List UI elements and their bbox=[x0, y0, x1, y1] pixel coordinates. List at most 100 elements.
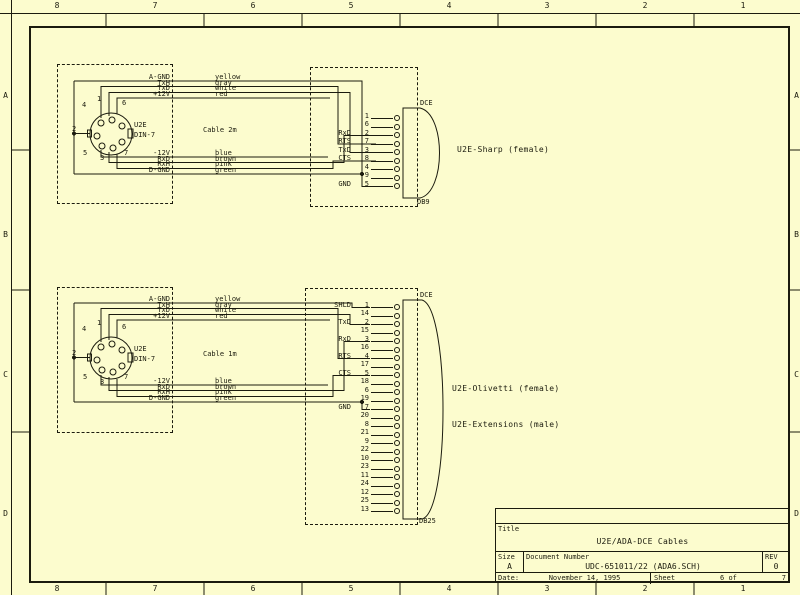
pin-contact-icon bbox=[394, 321, 400, 328]
zone-label: 2 bbox=[642, 1, 648, 10]
pin-contact-icon bbox=[394, 423, 400, 430]
din-pin-number: 5 bbox=[83, 149, 88, 157]
din-connector-type: DIN-7 bbox=[134, 131, 156, 139]
wire-signal-label: RxH bbox=[157, 388, 170, 397]
wire-row: TxD white bbox=[85, 306, 275, 315]
wire-signal-label: TxH bbox=[157, 300, 170, 309]
pin-stub-line bbox=[371, 502, 393, 504]
pin-number: 25 bbox=[360, 496, 369, 505]
wire-color-label: pink bbox=[215, 388, 232, 397]
pin-signal-label: RxD bbox=[338, 128, 351, 137]
dsub-pin-row: 23 bbox=[330, 463, 400, 474]
pin-stub-line bbox=[371, 341, 393, 343]
pin-contact-icon bbox=[394, 346, 400, 353]
zone-label: C bbox=[3, 369, 8, 379]
pin-contact-icon bbox=[394, 482, 400, 489]
wire-row: TxD white bbox=[85, 85, 275, 93]
pin-contact-icon bbox=[394, 474, 400, 481]
wire-color-label: yellow bbox=[215, 73, 241, 82]
dsub-pin-row: 14 bbox=[330, 310, 400, 321]
zone-label: D bbox=[794, 508, 799, 518]
wire-signal-label: +12V bbox=[153, 89, 170, 98]
pin-contact-icon bbox=[394, 166, 400, 173]
wire-color-label: gray bbox=[215, 300, 232, 309]
pin-number: 2 bbox=[364, 317, 369, 326]
pin-number: 5 bbox=[364, 179, 369, 188]
title-block-spare-row bbox=[496, 509, 789, 524]
cable-length-label: Cable 2m bbox=[203, 126, 237, 134]
zone-label: A bbox=[3, 91, 8, 101]
wire-color-label: yellow bbox=[215, 295, 241, 304]
pin-number: 11 bbox=[360, 470, 369, 479]
wire-color-label: pink bbox=[215, 160, 232, 169]
pin-stub-line bbox=[371, 511, 393, 513]
title-block-doc-row: Size A Document Number UDC-651011/22 (AD… bbox=[496, 552, 789, 573]
pin-number: 16 bbox=[360, 343, 369, 352]
sheet-cell: Sheet 6 of 7 bbox=[651, 573, 789, 584]
pin-number: 2 bbox=[364, 128, 369, 137]
pin-stub-line bbox=[371, 126, 393, 128]
pin-number: 20 bbox=[360, 411, 369, 420]
zone-label: 6 bbox=[250, 584, 256, 593]
zone-label: 5 bbox=[348, 584, 354, 593]
wire-row: RxD brown bbox=[85, 155, 275, 163]
sheet-of-label: of bbox=[728, 574, 737, 582]
pin-number: 21 bbox=[360, 428, 369, 437]
drawing-title: U2E/ADA-DCE Cables bbox=[596, 537, 689, 546]
pin-number: 4 bbox=[364, 162, 369, 171]
db25-shell bbox=[402, 299, 444, 520]
pin-contact-icon bbox=[394, 491, 400, 498]
din-connector-name: U2E bbox=[134, 121, 147, 129]
pin-number: 13 bbox=[360, 504, 369, 513]
connector-annotation: U2E-Olivetti (female) bbox=[452, 384, 560, 393]
wire-row: TxH gray bbox=[85, 300, 275, 309]
zone-label: 8 bbox=[54, 1, 60, 10]
pin-contact-icon bbox=[394, 508, 400, 515]
dsub-pin-row: 20 bbox=[330, 411, 400, 423]
wire-row: +12V red bbox=[85, 311, 275, 320]
wire-signal-label: D-GND bbox=[148, 393, 170, 402]
pin-number: 7 bbox=[364, 402, 369, 411]
pin-contact-icon bbox=[394, 363, 400, 370]
zone-label: C bbox=[794, 369, 799, 379]
dsub-pin-row: 4 bbox=[338, 162, 400, 174]
pin-contact-icon bbox=[394, 140, 400, 147]
dsub-pin-row: 15 bbox=[330, 327, 400, 338]
pin-number: 5 bbox=[364, 368, 369, 377]
db25-pin-stack: SHLD 1 14 TxD 2 15 RxD 3 bbox=[330, 300, 400, 516]
wire-signal-label: -12V bbox=[153, 377, 170, 386]
document-number-cell: Document Number UDC-651011/22 (ADA6.SCH) bbox=[524, 552, 762, 572]
din-pin-number: 4 bbox=[82, 101, 87, 109]
pin-signal-label: TxD bbox=[338, 317, 351, 326]
wire-color-label: green bbox=[215, 165, 237, 174]
pin-stub-line bbox=[371, 169, 393, 171]
dsub-pin-row: 24 bbox=[330, 480, 400, 491]
din-pin-number: 5 bbox=[83, 373, 88, 381]
pin-stub-line bbox=[371, 443, 393, 445]
din-dashed-box bbox=[57, 64, 173, 204]
pin-contact-icon bbox=[394, 115, 400, 122]
pin-contact-icon bbox=[394, 123, 400, 130]
din-pin-number: 6 bbox=[122, 323, 127, 331]
wire-signal-label: RxH bbox=[157, 160, 170, 169]
pin-number: 18 bbox=[360, 377, 369, 386]
din-pin-number: 3 bbox=[100, 378, 105, 386]
zone-label: 3 bbox=[544, 1, 550, 10]
dsub-type-label: DCE bbox=[420, 291, 433, 299]
wire-signal-label: +12V bbox=[153, 311, 170, 320]
wire-row: +12V red bbox=[85, 89, 275, 98]
dsub-pin-row: 21 bbox=[330, 428, 400, 440]
pin-signal-label: SHLD bbox=[334, 300, 351, 309]
rev-cell: REV 0 bbox=[762, 552, 789, 572]
din-dashed-box bbox=[57, 287, 173, 433]
pin-stub-line bbox=[371, 485, 393, 487]
wire-signal-label: RxD bbox=[157, 382, 170, 391]
dsub-pin-row: 10 bbox=[330, 454, 400, 465]
dsub-pin-row: 8 bbox=[330, 420, 400, 431]
wire-signal-label: TxD bbox=[157, 306, 170, 315]
dsub-dashed-box bbox=[310, 67, 418, 207]
pin-stub-line bbox=[371, 494, 393, 496]
pin-number: 9 bbox=[364, 171, 369, 180]
pin-contact-icon bbox=[394, 457, 400, 464]
pin-number: 17 bbox=[360, 360, 369, 369]
